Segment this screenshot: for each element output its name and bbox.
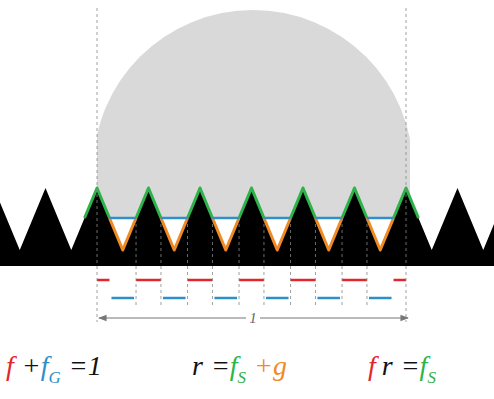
groove-wall — [212, 218, 239, 250]
guide-line — [97, 8, 98, 322]
equation-symbol: = — [69, 352, 88, 380]
air-interface — [161, 217, 188, 220]
air-interface — [109, 217, 136, 220]
equation: fr=fS — [368, 352, 436, 380]
solid-fraction — [342, 279, 367, 282]
air-interface — [367, 217, 394, 220]
air-interface — [315, 217, 342, 220]
surface-teeth — [0, 188, 494, 266]
equation-symbol: r — [192, 352, 203, 380]
equation-symbol: = — [401, 352, 420, 380]
droplet — [97, 10, 410, 218]
equation-symbol: 1 — [88, 352, 102, 380]
dimension-label: 1 — [246, 311, 260, 326]
solid-fraction — [394, 279, 406, 282]
groove-wall — [109, 218, 136, 250]
air-pocket — [161, 218, 188, 250]
equation: f+fG=1 — [6, 352, 102, 380]
air-pocket — [109, 218, 136, 250]
air-fraction — [163, 297, 186, 300]
guide-line — [263, 218, 264, 305]
guide-line — [187, 218, 188, 305]
air-interface — [264, 217, 291, 220]
equation-symbol: f — [6, 352, 14, 380]
equation-symbol: = — [211, 352, 230, 380]
guide-line — [290, 218, 291, 305]
equation-symbol: f — [230, 352, 238, 380]
solid-fraction — [291, 279, 316, 282]
guide-line — [342, 218, 343, 305]
equation: r=fS+g — [192, 352, 287, 380]
air-fraction — [369, 297, 392, 300]
guide-line — [239, 218, 240, 305]
solid-contact — [188, 188, 213, 218]
air-fraction — [266, 297, 289, 300]
guide-line — [212, 218, 213, 305]
subscript: S — [427, 369, 436, 386]
solid-contact — [136, 188, 161, 218]
groove-wall — [367, 218, 394, 250]
solid-fraction — [239, 279, 264, 282]
air-fraction — [214, 297, 237, 300]
air-pocket — [212, 218, 239, 250]
equation-symbol: + — [22, 352, 41, 380]
solid-fraction — [97, 279, 109, 282]
guide-line — [406, 8, 407, 322]
rough-surface — [0, 188, 494, 266]
solid-fraction — [188, 279, 213, 282]
equation-symbol: r — [382, 352, 393, 380]
subscript: G — [48, 369, 60, 386]
groove-wall — [161, 218, 188, 250]
guide-line — [136, 218, 137, 305]
guide-line — [315, 218, 316, 305]
air-pocket — [315, 218, 342, 250]
air-interface — [212, 217, 239, 220]
air-fraction — [111, 297, 134, 300]
equation-symbol: f — [368, 352, 376, 380]
equation-symbol: f — [420, 352, 428, 380]
air-pocket — [367, 218, 394, 250]
equation-symbol: + — [254, 352, 273, 380]
guide-lines — [97, 8, 406, 322]
equation-symbol: f — [41, 352, 49, 380]
solid-contact — [291, 188, 316, 218]
groove-wall — [315, 218, 342, 250]
guide-line — [160, 218, 161, 305]
subscript: S — [238, 369, 247, 386]
solid-fraction — [136, 279, 161, 282]
groove-wall — [264, 218, 291, 250]
solid-contact — [239, 188, 264, 218]
air-fraction — [317, 297, 340, 300]
solid-contact — [342, 188, 367, 218]
guide-line — [366, 218, 367, 305]
equation-symbol: g — [273, 352, 287, 380]
air-pocket — [264, 218, 291, 250]
